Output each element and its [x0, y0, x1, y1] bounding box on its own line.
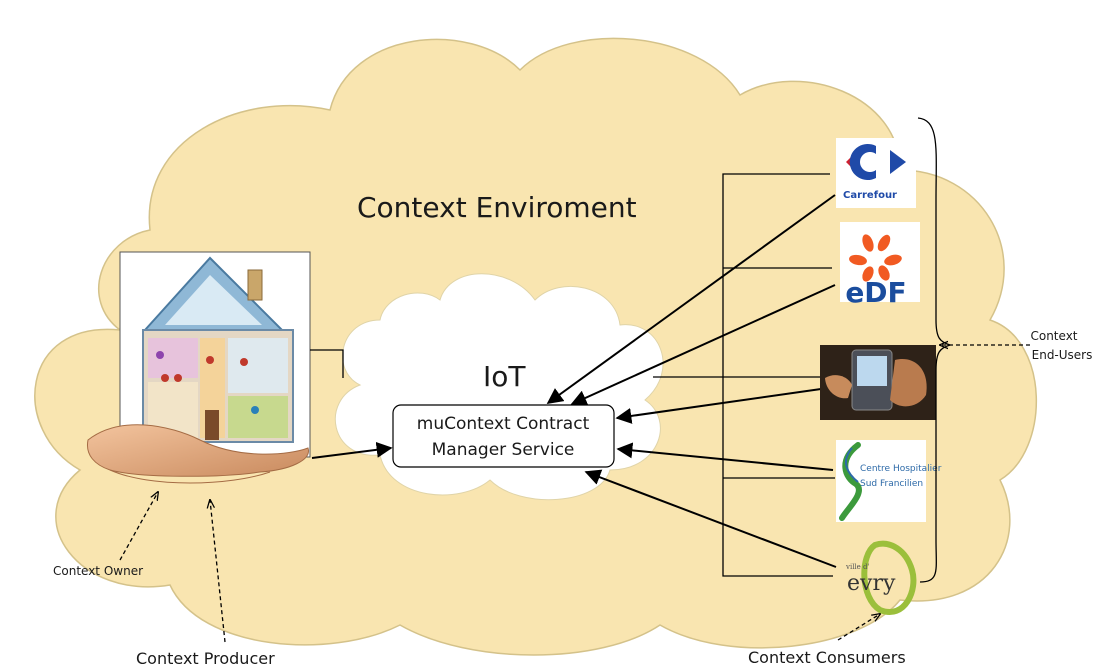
producer-arrow	[311, 441, 393, 459]
consumer-bus	[653, 173, 835, 577]
edf-text: eDF	[845, 276, 906, 309]
evry-small-text: ville d'	[845, 563, 870, 571]
context-consumers-label: Context Consumers	[748, 648, 906, 667]
consumers-arrow	[837, 614, 880, 641]
evry-text: evry	[847, 571, 896, 596]
service-label-line1: muContext Contract	[417, 414, 590, 434]
edf-logo: eDF	[840, 222, 920, 309]
hospital-logo: Centre Hospitalier Sud Francilien	[836, 440, 942, 522]
pda-photo	[820, 345, 936, 420]
evry-logo: ville d' evry	[845, 540, 917, 615]
consumer-arrows	[546, 194, 837, 568]
iot-label: IoT	[483, 360, 526, 393]
context-producer-label: Context Producer	[136, 649, 275, 668]
hospital-text-line1: Centre Hospitalier	[860, 464, 942, 474]
hand-illustration	[86, 424, 309, 484]
service-box: muContext Contract Manager Service	[392, 404, 615, 468]
hospital-text-line2: Sud Francilien	[860, 479, 923, 489]
end-users-brace	[917, 117, 953, 583]
house-connector	[310, 349, 344, 378]
end-users-label-line1: Context	[1030, 329, 1077, 343]
producer-dashed-arrow	[210, 500, 226, 643]
end-users-label-line2: End-Users	[1032, 348, 1093, 362]
context-owner-label: Context Owner	[53, 564, 143, 578]
owner-arrow	[119, 492, 158, 561]
diagram-title: Context Enviroment	[357, 191, 637, 224]
carrefour-logo: Carrefour	[836, 138, 916, 208]
carrefour-text: Carrefour	[843, 190, 897, 201]
service-label-line2: Manager Service	[432, 440, 575, 460]
